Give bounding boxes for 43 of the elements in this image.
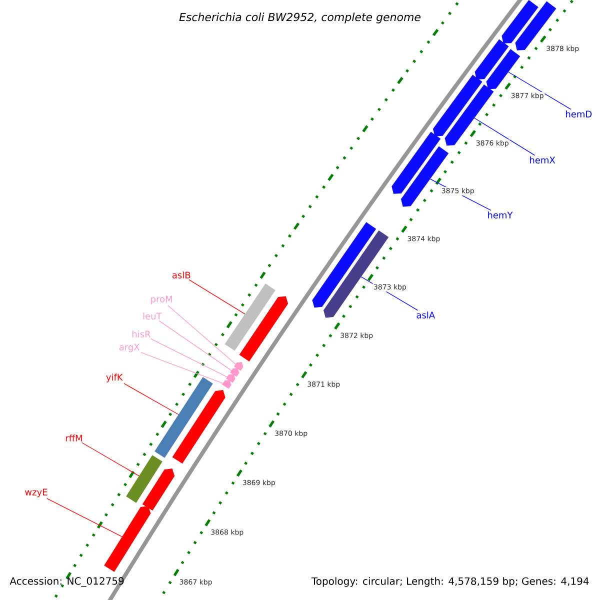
accession-text: Accession: NC_012759 [10,577,124,587]
gene-block [323,230,389,318]
gene-block [474,39,509,80]
gene-block [239,296,288,362]
gene-label: leuT [143,312,162,320]
gene-block [222,380,232,389]
gene-block [392,132,441,194]
gene-block [444,84,494,146]
gene-label: wzyE [25,488,48,498]
gene-block [486,49,520,90]
gene-label: aslA [416,312,435,318]
gene-bar [154,377,213,458]
leader-line [140,352,224,384]
leader-line [124,383,179,415]
gene-block [104,506,151,572]
leader-line [82,442,140,476]
gene-label: proM [151,296,172,304]
gene-label: aslB [172,272,190,278]
gene-block [502,0,538,44]
gene-block [230,368,240,377]
leader-line [188,279,246,314]
title: Escherichia coli BW2952, complete genome [178,11,422,25]
leader-line [158,320,232,371]
leader-line [150,338,228,378]
gene-label: hemD [566,110,592,118]
leader-line [46,498,122,538]
gene-label: hisR [132,330,151,338]
gene-block [432,74,482,136]
gene-label: yifK [106,374,123,382]
gene-block [234,362,244,371]
gene-label: argX [119,344,140,352]
gene-block [172,390,226,464]
gene-label: hemY [488,212,513,218]
leader-line [474,118,536,156]
leader-line [508,72,572,110]
gene-label: rffM [66,434,82,442]
gene-block [226,374,236,383]
gene-label: hemX [530,156,556,164]
gene-bar [224,284,276,351]
topology-text: Topology: circular; Length: 4,578,159 bp; Genes: 4,194 [310,576,591,588]
gene-block [142,468,175,511]
gene-bar [126,455,162,503]
leader-line [167,305,236,364]
